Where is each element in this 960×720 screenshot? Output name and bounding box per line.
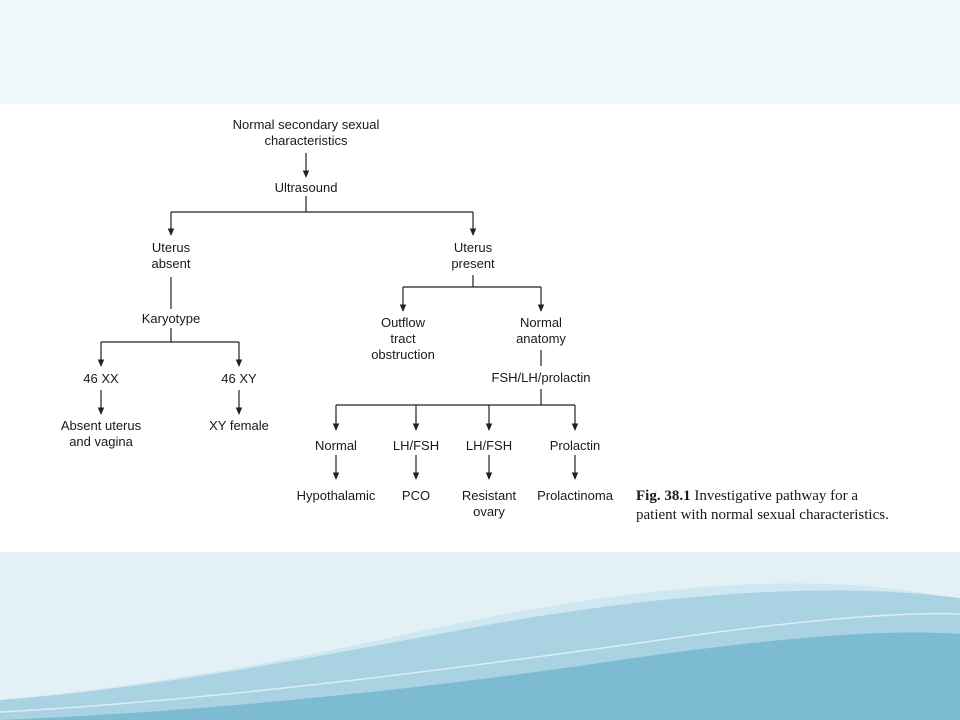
node-root-line-2: characteristics bbox=[264, 133, 348, 148]
node-xy-female-line-1: XY female bbox=[209, 418, 269, 433]
node-pco-line-1: PCO bbox=[401, 488, 431, 503]
caption-line-2: patient with normal sexual characteristi… bbox=[636, 507, 889, 523]
node-lhfsh-1-line-1: LH/FSH bbox=[392, 438, 440, 453]
node-46xx: 46 XX bbox=[83, 371, 118, 387]
node-karyotype: Karyotype bbox=[142, 311, 201, 327]
node-root-line-1: Normal secondary sexual bbox=[232, 117, 380, 132]
node-xy-female: XY female bbox=[209, 418, 269, 434]
node-prolactin: Prolactin bbox=[550, 438, 601, 454]
wave-highlight bbox=[0, 612, 960, 713]
node-prolactinoma-line-1: Prolactinoma bbox=[537, 488, 613, 503]
node-normal-line-1: Normal bbox=[315, 438, 357, 453]
node-pco: PCO bbox=[402, 488, 430, 504]
node-outflow-line-1: Outflow bbox=[380, 315, 426, 330]
header-band bbox=[0, 0, 960, 104]
node-resistant-ovary: Resistant ovary bbox=[462, 488, 516, 520]
node-uterus-absent-line-1: Uterus bbox=[151, 240, 191, 255]
node-hypothalamic-line-1: Hypothalamic bbox=[296, 488, 376, 503]
node-absent-uterus-vagina: Absent uterus and vagina bbox=[61, 418, 141, 450]
node-uterus-absent: Uterus absent bbox=[151, 240, 190, 272]
node-karyotype-line-1: Karyotype bbox=[141, 311, 201, 326]
wave-light bbox=[0, 552, 960, 700]
figure-caption: Fig. 38.1 Investigative pathway for a pa… bbox=[636, 487, 889, 525]
node-root: Normal secondary sexual characteristics bbox=[233, 117, 380, 149]
node-absent-uterus-vagina-line-1: Absent uterus bbox=[60, 418, 142, 433]
node-hypothalamic: Hypothalamic bbox=[297, 488, 376, 504]
node-ultrasound: Ultrasound bbox=[275, 180, 338, 196]
node-uterus-absent-line-2: absent bbox=[151, 256, 191, 271]
node-normal: Normal bbox=[315, 438, 357, 454]
node-outflow-line-3: obstruction bbox=[371, 347, 435, 362]
node-resistant-ovary-line-1: Resistant bbox=[461, 488, 517, 503]
node-normal-anatomy-line-2: anatomy bbox=[516, 331, 566, 346]
node-hormones-line-1: FSH/LH/prolactin bbox=[491, 370, 591, 385]
node-uterus-present: Uterus present bbox=[451, 240, 494, 272]
node-ultrasound-line-1: Ultrasound bbox=[274, 180, 338, 195]
node-absent-uterus-vagina-line-2: and vagina bbox=[69, 434, 133, 449]
node-46xx-line-1: 46 XX bbox=[83, 371, 119, 386]
node-uterus-present-line-2: present bbox=[451, 256, 495, 271]
node-46xy-line-1: 46 XY bbox=[221, 371, 257, 386]
node-hormones: FSH/LH/prolactin bbox=[492, 370, 591, 386]
node-lhfsh-2: LH/FSH bbox=[466, 438, 512, 454]
node-46xy: 46 XY bbox=[221, 371, 256, 387]
node-normal-anatomy: Normal anatomy bbox=[516, 315, 566, 347]
node-normal-anatomy-line-1: Normal bbox=[520, 315, 562, 330]
node-uterus-present-line-1: Uterus bbox=[453, 240, 493, 255]
caption-line-1: Fig. 38.1 Investigative pathway for a bbox=[636, 487, 889, 506]
caption-line-1-text: Investigative pathway for a bbox=[690, 488, 859, 504]
node-outflow: Outflow tract obstruction bbox=[371, 315, 435, 363]
node-prolactin-line-1: Prolactin bbox=[549, 438, 601, 453]
node-lhfsh-1: LH/FSH bbox=[393, 438, 439, 454]
node-outflow-line-2: tract bbox=[390, 331, 416, 346]
node-lhfsh-2-line-1: LH/FSH bbox=[465, 438, 513, 453]
node-resistant-ovary-line-2: ovary bbox=[473, 504, 505, 519]
node-prolactinoma: Prolactinoma bbox=[537, 488, 613, 504]
figure-label: Fig. 38.1 bbox=[636, 488, 691, 504]
wave-dark bbox=[0, 632, 960, 720]
